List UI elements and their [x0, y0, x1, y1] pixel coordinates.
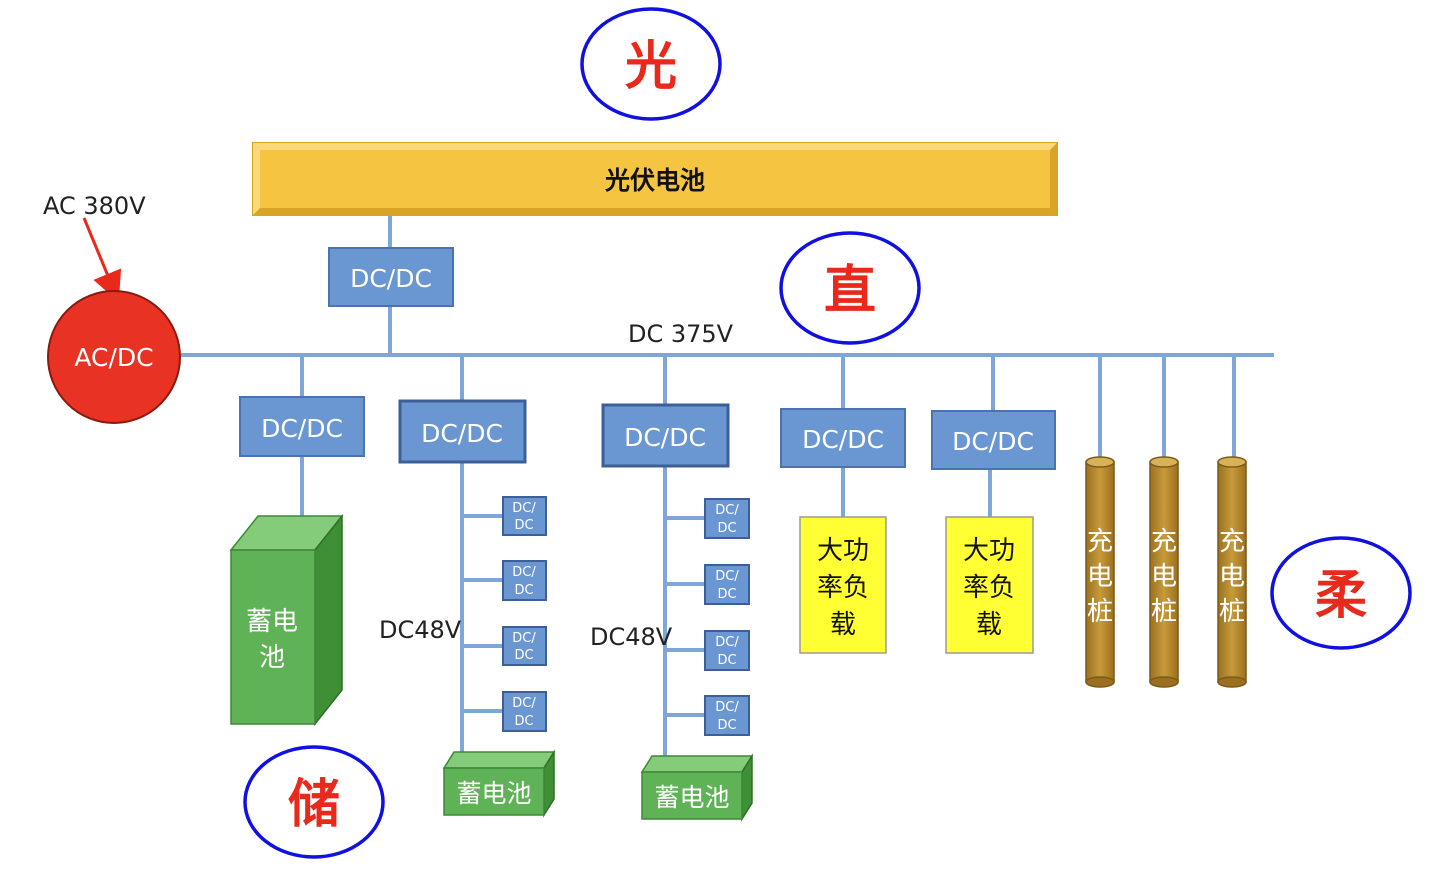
svg-text:DC/DC: DC/DC — [261, 414, 343, 443]
svg-text:DC/DC: DC/DC — [350, 264, 432, 293]
svg-text:DC/: DC/ — [715, 700, 739, 715]
ac-source-label: AC 380V — [43, 192, 146, 220]
svg-text:直: 直 — [824, 261, 876, 321]
svg-text:DC/DC: DC/DC — [421, 419, 503, 448]
svg-text:DC: DC — [514, 518, 533, 533]
svg-text:电: 电 — [1151, 562, 1177, 592]
small-dcdc-right-2: DC/ DC — [704, 564, 750, 605]
svg-text:DC/: DC/ — [512, 501, 536, 516]
ring-word-chu: 储 — [243, 745, 385, 859]
dcdc-converter-pv: DC/DC — [328, 247, 454, 307]
svg-text:DC/DC: DC/DC — [952, 427, 1034, 456]
high-power-load-2: 大功 率负 载 — [945, 516, 1034, 654]
svg-text:DC/DC: DC/DC — [802, 425, 884, 454]
svg-text:光: 光 — [625, 37, 677, 97]
svg-text:DC: DC — [717, 587, 736, 602]
dcdc-converter-storage: DC/DC — [239, 396, 365, 457]
svg-text:柔: 柔 — [1315, 566, 1367, 626]
storage-battery-small-left: 蓄电池 — [442, 749, 556, 818]
acdc-label: AC/DC — [74, 343, 153, 372]
dcdc-converter-load-1: DC/DC — [780, 408, 906, 468]
svg-text:DC/: DC/ — [715, 569, 739, 584]
dc48-left-label: DC48V — [379, 616, 462, 644]
svg-text:率负: 率负 — [963, 573, 1015, 603]
svg-text:DC/DC: DC/DC — [624, 423, 706, 452]
svg-text:电: 电 — [1087, 562, 1113, 592]
svg-text:桩: 桩 — [1219, 597, 1245, 627]
svg-text:DC: DC — [514, 714, 533, 729]
svg-text:充: 充 — [1219, 527, 1245, 557]
storage-battery-small-right-label: 蓄电池 — [654, 783, 729, 812]
dcdc-converter-dc48-left: DC/DC — [398, 399, 527, 464]
storage-battery-small-left-label: 蓄电池 — [456, 779, 531, 808]
wiring — [180, 215, 1274, 757]
svg-text:DC/: DC/ — [512, 565, 536, 580]
dcdc-converter-load-2: DC/DC — [931, 410, 1056, 470]
small-dcdc-left-2: DC/ DC — [502, 560, 547, 601]
charging-pile-1: 充 电 桩 — [1085, 456, 1115, 688]
svg-text:DC/: DC/ — [715, 635, 739, 650]
svg-text:充: 充 — [1151, 527, 1177, 557]
dc48-right-label: DC48V — [590, 623, 673, 651]
high-power-load-1: 大功 率负 载 — [799, 516, 887, 654]
svg-text:大功: 大功 — [817, 536, 869, 566]
svg-text:大功: 大功 — [963, 536, 1015, 566]
small-dcdc-right-1: DC/ DC — [704, 498, 750, 539]
svg-text:DC: DC — [514, 648, 533, 663]
svg-text:DC/: DC/ — [512, 631, 536, 646]
svg-text:电: 电 — [1219, 562, 1245, 592]
small-dcdc-left-4: DC/ DC — [502, 691, 547, 732]
svg-text:储: 储 — [288, 775, 340, 835]
ring-word-rou: 柔 — [1270, 536, 1412, 650]
svg-text:率负: 率负 — [817, 573, 869, 603]
svg-text:充: 充 — [1087, 527, 1113, 557]
charging-pile-3: 充 电 桩 — [1217, 456, 1247, 688]
svg-text:桩: 桩 — [1087, 597, 1113, 627]
storage-battery-large: 蓄电 池 — [229, 513, 344, 727]
storage-battery-small-right: 蓄电池 — [640, 753, 754, 822]
svg-text:载: 载 — [976, 610, 1002, 640]
small-dcdc-right-3: DC/ DC — [704, 630, 750, 671]
svg-text:DC/: DC/ — [512, 696, 536, 711]
svg-text:DC/: DC/ — [715, 503, 739, 518]
storage-battery-large-line-1: 蓄电 — [246, 607, 298, 637]
svg-text:DC: DC — [514, 583, 533, 598]
ring-word-zhi: 直 — [779, 231, 921, 345]
dcdc-converter-dc48-right: DC/DC — [601, 403, 730, 468]
svg-text:桩: 桩 — [1151, 597, 1177, 627]
storage-battery-large-line-2: 池 — [259, 643, 285, 673]
svg-text:DC: DC — [717, 521, 736, 536]
acdc-converter: AC/DC — [47, 290, 181, 424]
pv-battery-bar: 光伏电池 — [252, 142, 1058, 216]
ring-word-guang: 光 — [580, 7, 722, 121]
svg-text:DC: DC — [717, 718, 736, 733]
charging-pile-2: 充 电 桩 — [1149, 456, 1179, 688]
svg-text:DC: DC — [717, 653, 736, 668]
small-dcdc-left-3: DC/ DC — [502, 626, 547, 666]
pv-battery-label: 光伏电池 — [604, 166, 705, 195]
svg-text:载: 载 — [830, 610, 856, 640]
small-dcdc-right-4: DC/ DC — [704, 695, 750, 736]
dc-bus-label: DC 375V — [628, 320, 734, 348]
ac-input-arrow — [82, 217, 122, 302]
small-dcdc-left-1: DC/ DC — [502, 496, 547, 536]
